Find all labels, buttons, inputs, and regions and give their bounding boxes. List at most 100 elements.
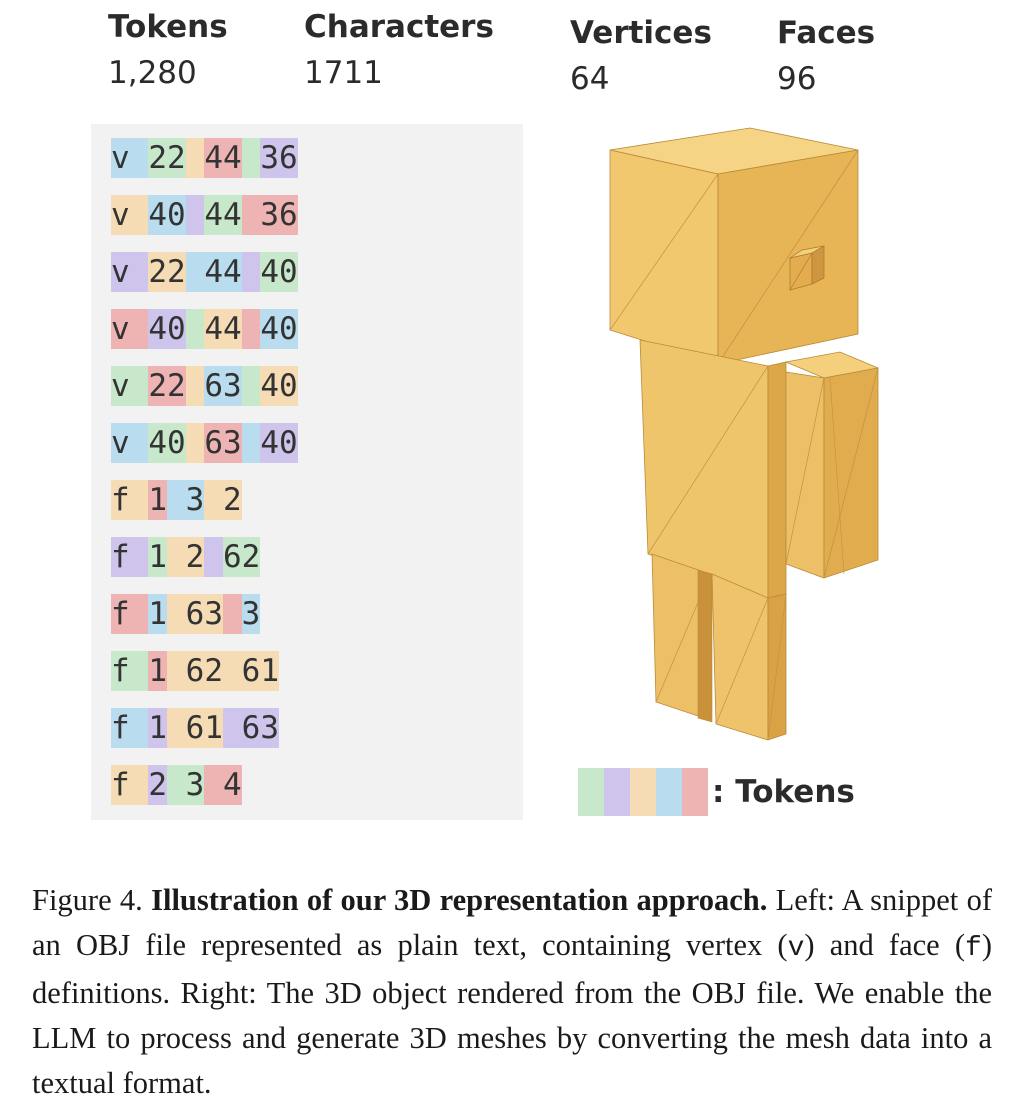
obj-token (223, 594, 242, 634)
legend-swatch (630, 768, 656, 816)
legend-swatch (604, 768, 630, 816)
obj-token (241, 366, 261, 406)
obj-token (241, 138, 261, 178)
mesh-edge (717, 149, 859, 365)
stat-vertices: Vertices 64 (570, 10, 712, 102)
mesh-edge (789, 252, 813, 291)
obj-token: f (111, 765, 149, 805)
legend-label: : Tokens (712, 774, 855, 810)
obj-token: 40 (260, 309, 298, 349)
obj-token (167, 480, 186, 520)
obj-token: v (111, 252, 149, 292)
obj-token: 44 (204, 138, 242, 178)
obj-token: v (111, 195, 149, 235)
obj-token: 2 (223, 480, 242, 520)
stat-label: Vertices (570, 15, 712, 51)
obj-line: v 22 63 40 (111, 366, 298, 406)
caption-code-v: v (787, 933, 805, 964)
stat-value: 1,280 (108, 55, 197, 91)
obj-line: f 1 3 2 (111, 480, 242, 520)
obj-token: 40 (260, 252, 298, 292)
obj-token: 22 (148, 252, 186, 292)
obj-token (223, 708, 242, 748)
stat-label: Tokens (108, 9, 228, 45)
obj-token: 63 (185, 594, 223, 634)
caption-code-f: f (965, 933, 982, 964)
stat-tokens: Tokens 1,280 (108, 4, 228, 96)
obj-token (204, 537, 224, 577)
obj-token: 3 (185, 480, 205, 520)
obj-token: 63 (204, 423, 242, 463)
obj-token (185, 252, 205, 292)
obj-token: 40 (148, 423, 186, 463)
obj-token: 1 (148, 594, 167, 634)
legend-swatches (578, 768, 708, 816)
obj-token: 40 (260, 423, 298, 463)
mesh-edge (609, 173, 719, 331)
caption-figure-label: Figure 4. (32, 883, 152, 917)
obj-line: v 22 44 40 (111, 252, 298, 292)
obj-line: v 40 44 40 (111, 309, 298, 349)
legend-swatch (578, 768, 604, 816)
stat-value: 64 (570, 61, 610, 97)
mesh-torso-side (767, 361, 787, 599)
obj-token: f (111, 480, 149, 520)
token-legend: : Tokens (578, 768, 855, 816)
obj-token (241, 252, 261, 292)
obj-token: 40 (148, 195, 186, 235)
obj-token (167, 765, 186, 805)
mesh-edge (715, 597, 769, 725)
mesh-render (609, 127, 880, 741)
obj-token: 22 (148, 366, 186, 406)
legend-swatch (682, 768, 708, 816)
obj-token: 36 (260, 195, 298, 235)
obj-token: 62 (185, 651, 223, 691)
obj-token (204, 480, 224, 520)
obj-token: 1 (148, 708, 167, 748)
obj-token: 1 (148, 480, 167, 520)
mesh-leg-right (711, 573, 769, 741)
stat-faces: Faces 96 (777, 10, 875, 102)
obj-token: f (111, 537, 149, 577)
obj-token: 2 (185, 537, 205, 577)
obj-line: f 2 3 4 (111, 765, 242, 805)
mesh-edge (647, 365, 769, 555)
mesh-head-front (609, 149, 719, 365)
obj-token (185, 195, 205, 235)
obj-line: f 1 62 61 (111, 651, 279, 691)
obj-token: 22 (148, 138, 186, 178)
obj-token: 44 (204, 252, 242, 292)
obj-token: 61 (241, 651, 279, 691)
obj-token: 40 (148, 309, 186, 349)
obj-token: 1 (148, 651, 167, 691)
obj-token (167, 537, 186, 577)
obj-token: 40 (260, 366, 298, 406)
stat-characters: Characters 1711 (304, 4, 494, 96)
obj-token: f (111, 708, 149, 748)
caption-title: Illustration of our 3D representation ap… (151, 883, 768, 917)
stat-value: 1711 (304, 55, 383, 91)
obj-token: v (111, 138, 149, 178)
obj-token (167, 651, 186, 691)
mesh-edge (767, 593, 787, 741)
obj-token (185, 366, 205, 406)
obj-token: 44 (204, 309, 242, 349)
caption-text: ) definitions. Right: The 3D object rend… (32, 928, 992, 1100)
mesh-edge (829, 377, 845, 575)
obj-line: f 1 63 3 (111, 594, 261, 634)
mesh-eye-side (811, 245, 825, 285)
obj-token (204, 765, 224, 805)
obj-token (185, 309, 205, 349)
obj-line: v 40 44 36 (111, 195, 298, 235)
obj-token (241, 423, 261, 463)
obj-token: v (111, 423, 149, 463)
obj-token: 63 (241, 708, 279, 748)
mesh-edge (823, 367, 879, 579)
obj-token: 4 (223, 765, 242, 805)
obj-token: v (111, 309, 149, 349)
stat-label: Characters (304, 9, 494, 45)
obj-token: 2 (148, 765, 167, 805)
obj-token: 3 (185, 765, 205, 805)
obj-token: 1 (148, 537, 167, 577)
